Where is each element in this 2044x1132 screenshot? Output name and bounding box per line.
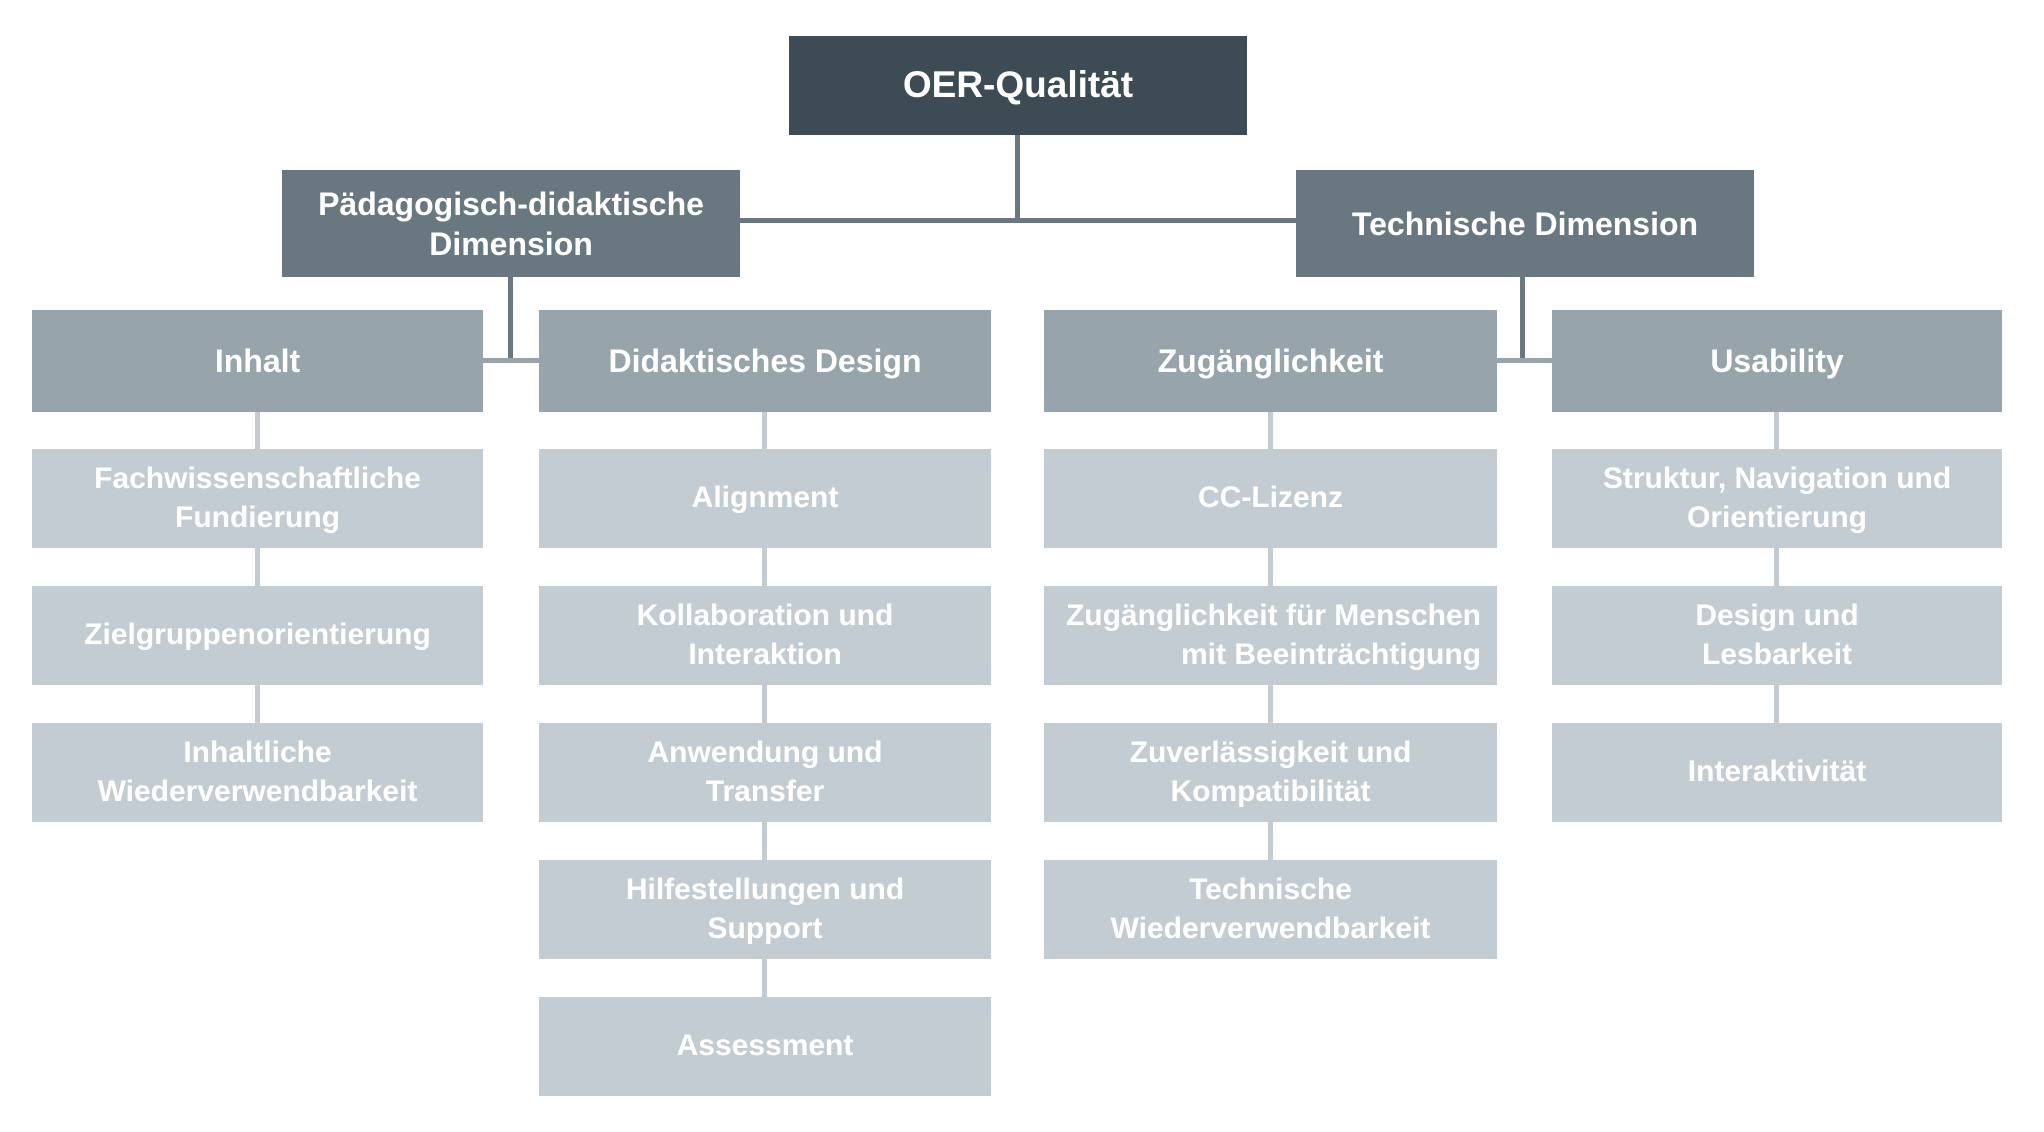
connector-dimension-right-drop bbox=[1520, 277, 1525, 358]
connector-dimension-left-drop bbox=[508, 277, 513, 358]
node-item-alignment: Alignment bbox=[539, 449, 991, 548]
node-item-inhaltliche-wiederverwendbarkeit: Inhaltliche Wiederverwendbarkeit bbox=[32, 723, 483, 822]
node-item-interaktivitaet: Interaktivität bbox=[1552, 723, 2002, 822]
node-column-usability: Usability bbox=[1552, 310, 2002, 412]
node-column-zugaenglichkeit: Zugänglichkeit bbox=[1044, 310, 1497, 412]
node-item-struktur-navigation-und-orientierung: Struktur, Navigation und Orientierung bbox=[1552, 449, 2002, 548]
connector-root-horizontal bbox=[740, 218, 1296, 223]
node-item-fachwissenschaftliche-fundierung: Fachwissenschaftliche Fundierung bbox=[32, 449, 483, 548]
node-item-assessment: Assessment bbox=[539, 997, 991, 1096]
node-item-design-und-lesbarkeit: Design und Lesbarkeit bbox=[1552, 586, 2002, 685]
node-column-inhalt: Inhalt bbox=[32, 310, 483, 412]
connector-junction-left bbox=[483, 358, 539, 363]
connector-column-inhalt-spine bbox=[255, 412, 260, 723]
node-item-zugaenglichkeit-fuer-menschen-mit-beeintraechtigung: Zugänglichkeit für Menschen mit Beeinträ… bbox=[1044, 586, 1497, 685]
node-item-hilfestellungen-und-support: Hilfestellungen und Support bbox=[539, 860, 991, 959]
connector-column-didaktisches-spine bbox=[762, 412, 767, 997]
node-dimension-paedagogisch-didaktisch: Pädagogisch-didaktische Dimension bbox=[282, 170, 740, 277]
connector-root-drop bbox=[1015, 135, 1020, 218]
node-column-didaktisches-design: Didaktisches Design bbox=[539, 310, 991, 412]
node-item-zielgruppenorientierung: Zielgruppenorientierung bbox=[32, 586, 483, 685]
node-oer-qualitaet: OER-Qualität bbox=[789, 36, 1247, 135]
node-item-zuverlaessigkeit-und-kompatibilitaet: Zuverlässigkeit und Kompatibilität bbox=[1044, 723, 1497, 822]
node-item-cc-lizenz: CC-Lizenz bbox=[1044, 449, 1497, 548]
node-item-kollaboration-und-interaktion: Kollaboration und Interaktion bbox=[539, 586, 991, 685]
node-item-technische-wiederverwendbarkeit: Technische Wiederverwendbarkeit bbox=[1044, 860, 1497, 959]
node-item-anwendung-und-transfer: Anwendung und Transfer bbox=[539, 723, 991, 822]
node-dimension-technisch: Technische Dimension bbox=[1296, 170, 1754, 277]
connector-column-usability-spine bbox=[1774, 412, 1779, 723]
connector-junction-right bbox=[1497, 358, 1552, 363]
